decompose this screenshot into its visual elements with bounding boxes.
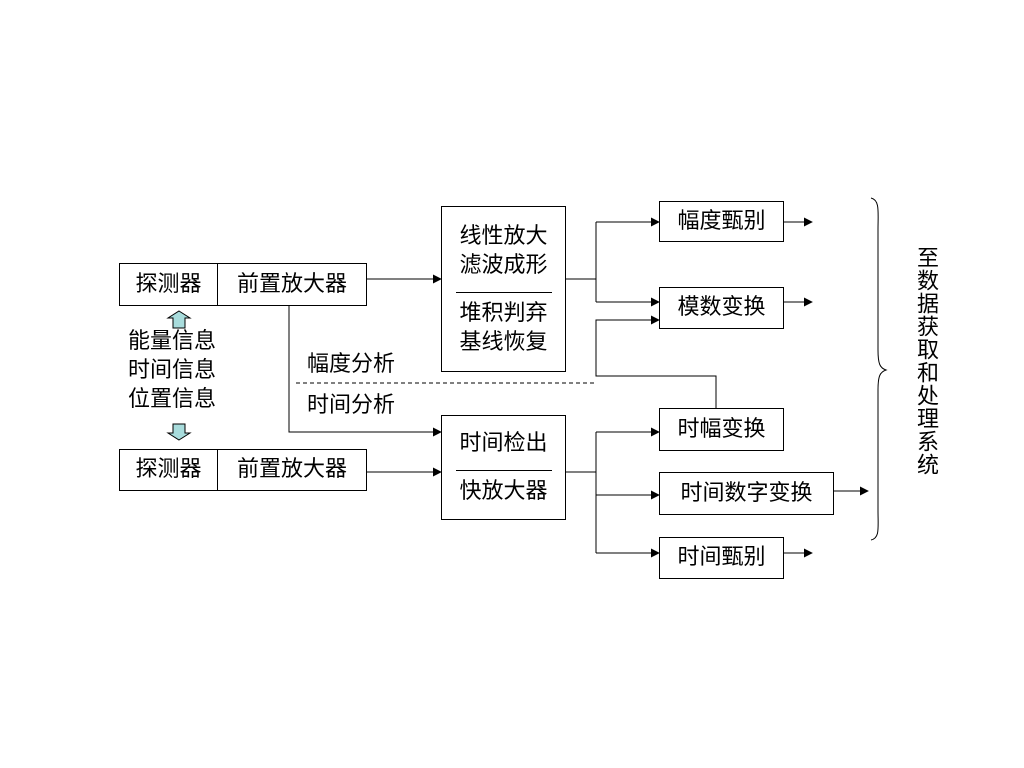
timing-block: 时间检出 快放大器 bbox=[441, 415, 566, 520]
linear-separator bbox=[455, 291, 552, 293]
time-analysis-label: 时间分析 bbox=[307, 393, 396, 418]
amp-discriminator-box: 幅度甄别 bbox=[659, 201, 784, 242]
down-block-arrow bbox=[166, 423, 192, 441]
timing-separator bbox=[455, 470, 552, 471]
timing-lower: 快放大器 bbox=[459, 479, 548, 504]
time-discriminator-box: 时间甄别 bbox=[659, 537, 784, 579]
timing-upper: 时间检出 bbox=[459, 431, 548, 456]
linear-upper-1: 线性放大 bbox=[459, 223, 548, 249]
preamp-to-timing-arrow bbox=[288, 300, 442, 437]
tac-box: 时幅变换 bbox=[659, 408, 784, 451]
preamp-box-top: 前置放大器 bbox=[217, 263, 367, 306]
info-time: 时间信息 bbox=[128, 358, 217, 383]
right-brace bbox=[870, 197, 888, 541]
info-energy: 能量信息 bbox=[128, 329, 217, 354]
info-position: 位置信息 bbox=[128, 387, 217, 412]
tac-to-adc-arrow bbox=[595, 315, 717, 408]
info-lines: 能量信息 时间信息 位置信息 bbox=[128, 327, 216, 414]
destination-label: 至数据获取和处理系统 bbox=[913, 246, 938, 476]
linear-lower-2: 基线恢复 bbox=[459, 329, 548, 355]
up-block-arrow bbox=[166, 310, 192, 329]
amplitude-analysis-label: 幅度分析 bbox=[307, 352, 396, 377]
linear-upper-2: 滤波成形 bbox=[459, 252, 548, 278]
detector-box-top: 探测器 bbox=[119, 263, 218, 306]
linear-block: 线性放大 滤波成形 堆积判弃 基线恢复 bbox=[441, 206, 566, 372]
tdc-box: 时间数字变换 bbox=[659, 472, 834, 515]
adc-box: 模数变换 bbox=[659, 287, 784, 329]
preamp-box-bottom: 前置放大器 bbox=[217, 449, 367, 491]
detector-box-bottom: 探测器 bbox=[119, 449, 218, 491]
linear-lower-1: 堆积判弃 bbox=[459, 300, 548, 326]
